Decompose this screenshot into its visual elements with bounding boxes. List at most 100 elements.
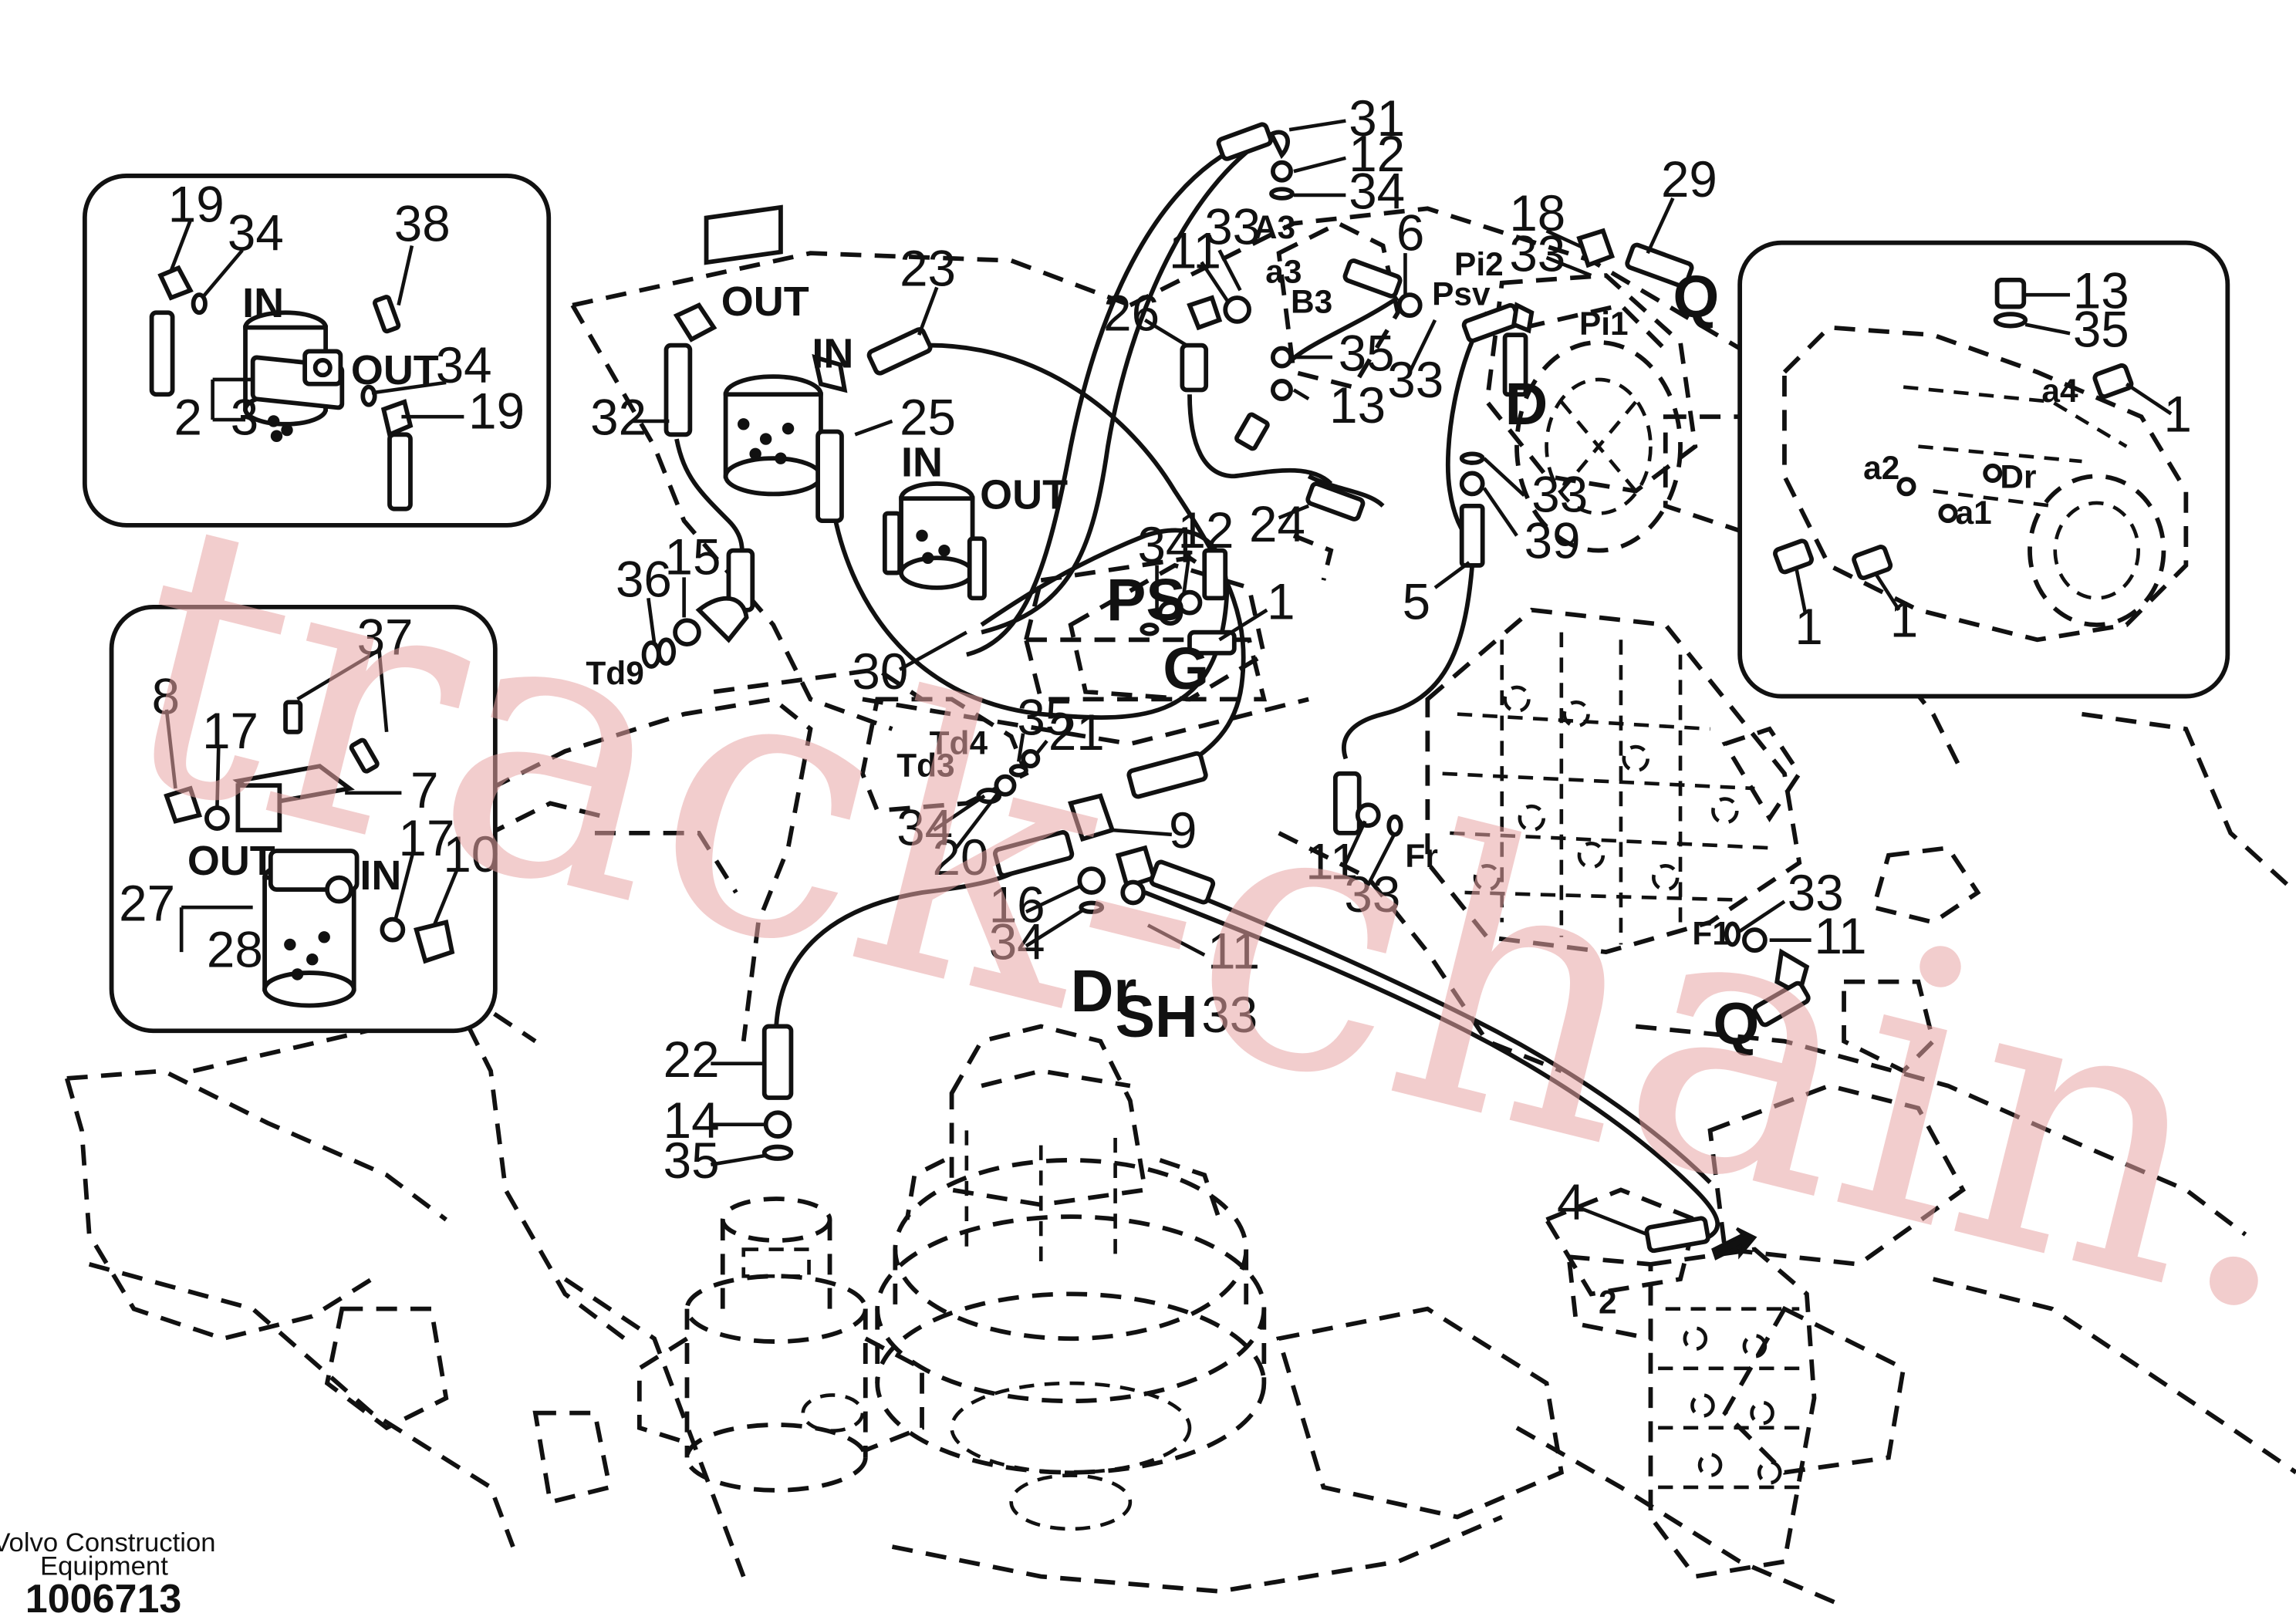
callout-1: 1: [2163, 386, 2191, 442]
label-out: OUT: [980, 472, 1068, 518]
callout-4: 4: [1557, 1174, 1585, 1230]
callout-33: 33: [1387, 352, 1443, 408]
port-a4: a4: [2041, 373, 2078, 409]
fittings: [641, 122, 1811, 1261]
inset-pump: [1737, 240, 2230, 699]
callout-1: 1: [1267, 573, 1295, 629]
callout-31: 31: [1349, 90, 1405, 147]
main-callouts: 31 12 34 33 11 6 18 33 29 23 26 35 13 33…: [590, 90, 1866, 1230]
callout-15: 15: [665, 528, 721, 585]
callout-leaders: [164, 119, 2173, 1237]
callout-36: 36: [616, 551, 672, 607]
callout-34: 34: [1349, 163, 1405, 219]
control-valve-ghost: [1425, 607, 1802, 955]
callout-39: 39: [1524, 512, 1581, 569]
callout-17: 17: [399, 810, 455, 866]
callout-38: 38: [394, 196, 451, 252]
callout-11: 11: [1305, 834, 1358, 890]
callout-19: 19: [168, 177, 225, 233]
doc-number: 1006713: [25, 1577, 182, 1620]
callout-12: 12: [1178, 502, 1234, 559]
callout-9: 9: [1169, 802, 1197, 859]
callout-10: 10: [443, 826, 499, 883]
company-line-2: Equipment: [40, 1552, 168, 1581]
callout-1: 1: [1795, 599, 1822, 655]
callout-28: 28: [207, 921, 263, 977]
label-in: IN: [360, 852, 401, 899]
machine-frame-outline: [64, 206, 2296, 1608]
callout-34: 34: [228, 204, 284, 261]
callout-11: 11: [1815, 908, 1867, 964]
callout-34: 34: [989, 914, 1045, 970]
callout-25: 25: [900, 389, 956, 445]
company-line-1: Volvo Construction: [0, 1528, 216, 1558]
callout-6: 6: [1396, 204, 1424, 261]
callout-3: 3: [231, 389, 258, 445]
callout-8: 8: [152, 669, 180, 725]
callout-24: 24: [1249, 496, 1305, 552]
port-pi2: Pi2: [1454, 246, 1504, 282]
callout-16: 16: [989, 877, 1045, 933]
travel-valve-ghost: [1566, 1247, 1817, 1579]
callout-7: 7: [410, 762, 438, 818]
callout-33: 33: [1344, 866, 1400, 923]
label-g: G: [1163, 636, 1209, 702]
port-td4: Td4: [930, 725, 988, 761]
label-q: Q: [1673, 264, 1719, 330]
label-in: IN: [242, 280, 284, 326]
callout-34: 34: [436, 337, 492, 393]
callout-2: 2: [174, 389, 202, 445]
port-2: 2: [1599, 1284, 1617, 1320]
callout-37: 37: [357, 609, 414, 666]
port-a2: a2: [1863, 450, 1899, 486]
port-a3: A3: [1254, 209, 1295, 245]
callout-13: 13: [1329, 377, 1386, 434]
label-q: Q: [1713, 991, 1759, 1058]
port-a1: a1: [1956, 494, 1992, 531]
port-fr: Fr: [1405, 838, 1437, 874]
callout-11: 11: [1207, 923, 1260, 979]
callout-26: 26: [1103, 285, 1160, 341]
callout-35: 35: [1339, 325, 1395, 381]
inset-pump-labels: 13 35 1 1 1 a4 a2 Dr a1: [1795, 262, 2191, 655]
callout-14: 14: [663, 1092, 720, 1149]
callout-11: 11: [1169, 222, 1221, 278]
callout-29: 29: [1661, 151, 1717, 208]
inset-filter-a: [82, 174, 552, 528]
callout-1: 1: [1890, 591, 1918, 647]
port-d: D: [1505, 371, 1548, 437]
callout-17: 17: [202, 703, 258, 759]
callout-20: 20: [933, 829, 989, 886]
callout-33: 33: [1531, 467, 1588, 523]
callout-34: 34: [896, 799, 953, 856]
callout-19: 19: [468, 383, 525, 440]
port-dr: Dr: [1071, 958, 1137, 1024]
callout-27: 27: [119, 876, 175, 932]
callout-33: 33: [1201, 987, 1258, 1043]
main-labels: OUT IN IN OUT PS G Q Q A3 a3 B3 Psv Pi2 …: [586, 209, 1759, 1321]
label-out: OUT: [351, 347, 439, 393]
callout-30: 30: [852, 643, 908, 700]
callout-23: 23: [900, 241, 956, 297]
swing-motor-ghost: [875, 1024, 1267, 1531]
port-sh: SH: [1116, 984, 1198, 1050]
port-dr: Dr: [2000, 459, 2036, 495]
callout-32: 32: [590, 389, 647, 445]
label-in: IN: [901, 439, 943, 485]
callout-34: 34: [1138, 517, 1194, 573]
main-pump-ghost: [1514, 302, 1683, 553]
label-ps: PS: [1106, 567, 1186, 633]
port-a3b: a3: [1265, 254, 1302, 290]
port-pi1: Pi1: [1579, 305, 1629, 342]
inset-b-labels: 37 8 17 7 17 10 27 28 OUT IN: [119, 609, 499, 978]
port-psv: Psv: [1432, 276, 1491, 312]
port-f1: F1: [1692, 915, 1730, 951]
callout-18: 18: [1509, 185, 1565, 241]
callout-35: 35: [663, 1132, 720, 1189]
callout-33: 33: [1204, 199, 1261, 255]
callout-21: 21: [1048, 704, 1105, 761]
callout-33: 33: [1509, 225, 1565, 282]
callout-13: 13: [2073, 262, 2129, 319]
inset-filter-b: [109, 605, 498, 1034]
